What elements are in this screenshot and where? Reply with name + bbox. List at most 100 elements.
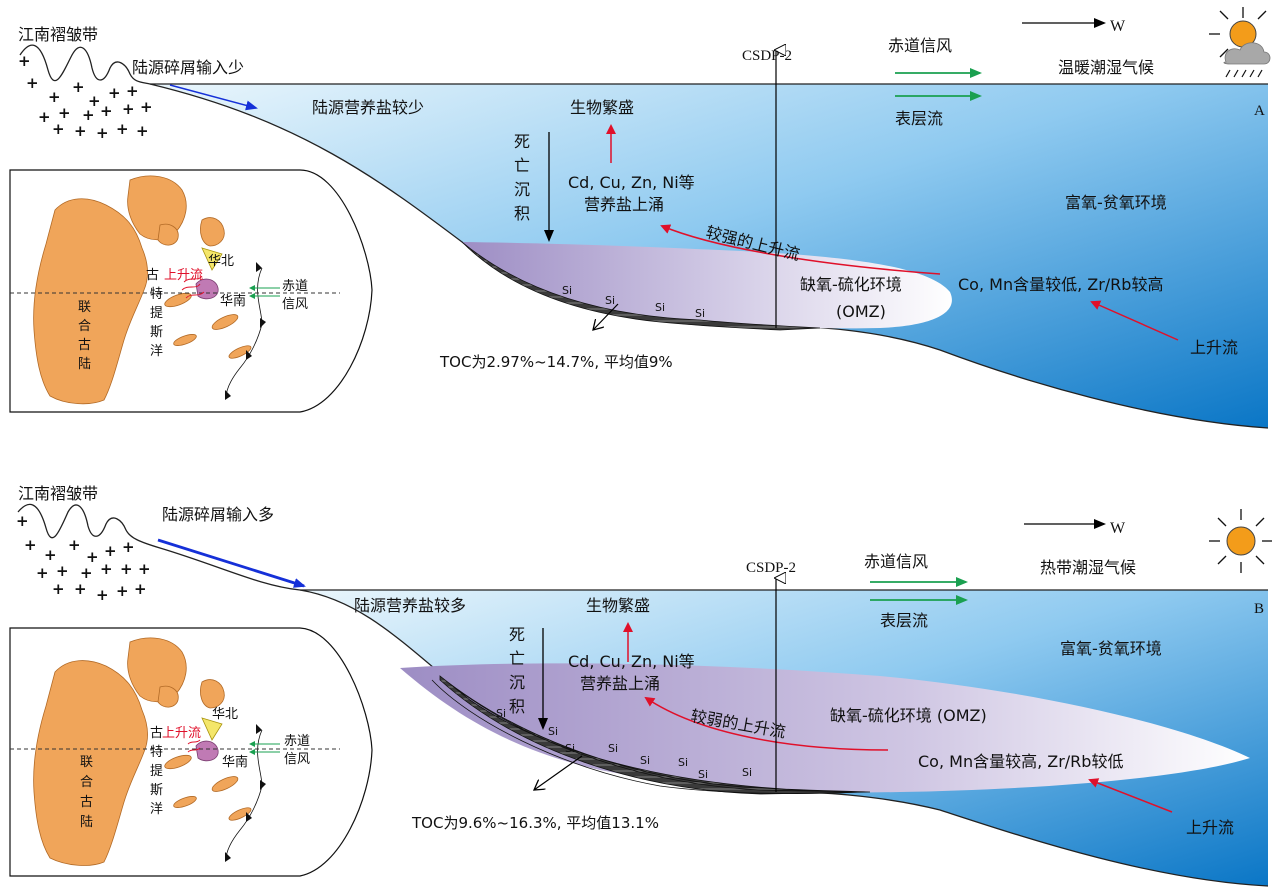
map-trade-wind-b: 赤道 [284, 734, 310, 749]
map-north-china-b: 华北 [212, 707, 238, 722]
metals-label-b: Cd, Cu, Zn, Ni等 [568, 652, 695, 671]
toc-pointer-b [534, 755, 583, 790]
sun-cloud-icon-a [1209, 7, 1271, 78]
terrigenous-arrow-a [169, 84, 258, 111]
panel-label-a: A [1254, 103, 1265, 119]
co-mn-label-a: Co, Mn含量较低, Zr/Rb较高 [958, 275, 1163, 294]
redox-env-label-a: 富氧-贫氧环境 [1065, 193, 1167, 212]
panel-b: Si Si Si Si Si Si Si Si TOC为9.6%~16.3%, … [9, 484, 1272, 887]
si-labels-a: Si Si Si Si [562, 284, 705, 320]
upwelling-label-a: 上升流 [1190, 338, 1238, 357]
panel-a: Si Si Si Si TOC为2.97%~14.7%, 平均值9% + + +… [9, 7, 1271, 429]
svg-text:+: + [116, 582, 129, 600]
nutrients-label-a: 陆源营养盐较少 [312, 98, 424, 117]
map-upwelling-a: 上升流 [164, 268, 203, 283]
svg-text:+: + [140, 98, 153, 116]
svg-text:死: 死 [514, 132, 530, 151]
svg-text:+: + [122, 100, 135, 118]
upwelling-arrow-deep-b [1088, 778, 1173, 813]
svg-text:Si: Si [698, 768, 708, 781]
direction-label-a: W [1110, 18, 1126, 35]
svg-text:Si: Si [496, 707, 506, 720]
svg-text:Si: Si [640, 754, 650, 767]
svg-text:+: + [82, 106, 95, 124]
csdp-label-b: CSDP-2 [746, 560, 796, 576]
svg-text:Si: Si [742, 766, 752, 779]
svg-text:+: + [36, 564, 49, 582]
svg-text:Si: Si [548, 725, 558, 738]
svg-text:Si: Si [608, 742, 618, 755]
map-south-china-a: 华南 [220, 293, 246, 309]
svg-text:信风: 信风 [282, 297, 308, 312]
redox-env-label-b: 富氧-贫氧环境 [1060, 639, 1162, 658]
svg-text:+: + [96, 124, 109, 142]
death-deposition-a: 死 亡 沉 积 [514, 132, 530, 223]
svg-text:+: + [26, 74, 39, 92]
svg-text:沉: 沉 [509, 673, 525, 692]
upwelling-nutrients-b: 营养盐上涌 [580, 674, 660, 693]
panel-label-b: B [1254, 601, 1264, 617]
map-north-china-a: 华北 [208, 254, 234, 269]
south-china-block-b [195, 740, 219, 762]
north-china-block-b [201, 717, 223, 741]
map-south-china-b: 华南 [222, 754, 248, 770]
north-china-block-a [201, 247, 223, 271]
sun-icon-b [1209, 509, 1272, 573]
svg-text:Si: Si [678, 756, 688, 769]
omz-label-b: 缺氧-硫化环境 (OMZ) [830, 706, 987, 725]
svg-text:+: + [80, 564, 93, 582]
pangea-continent-a [33, 198, 148, 405]
omz-zone-b [400, 663, 1250, 793]
svg-text:Si: Si [695, 307, 705, 320]
co-mn-label-b: Co, Mn含量较高, Zr/Rb较低 [918, 752, 1123, 771]
svg-text:沉: 沉 [514, 180, 530, 199]
terrigenous-input-label-a: 陆源碎屑输入少 [132, 58, 244, 77]
svg-text:+: + [68, 536, 81, 554]
svg-text:+: + [58, 104, 71, 122]
fold-belt-label-a: 江南褶皱带 [18, 25, 98, 44]
paleomap-inset-a: 联 合 古 陆 古 特 提 斯 洋 上升流 华北 华南 赤道 信风 [9, 169, 373, 413]
climate-label-b: 热带潮湿气候 [1040, 558, 1136, 577]
svg-text:陆: 陆 [80, 814, 93, 830]
svg-text:积: 积 [509, 697, 525, 716]
map-upwelling-b: 上升流 [162, 726, 201, 741]
pangea-continent-b [33, 660, 148, 866]
nutrients-label-b: 陆源营养盐较多 [354, 596, 466, 615]
omz-label-a: 缺氧-硫化环境 [800, 275, 902, 294]
svg-text:提: 提 [150, 763, 163, 779]
svg-text:Si: Si [605, 294, 615, 307]
metals-label-a: Cd, Cu, Zn, Ni等 [568, 173, 695, 192]
svg-text:陆: 陆 [78, 356, 91, 372]
svg-text:斯: 斯 [150, 783, 163, 798]
svg-text:+: + [138, 560, 151, 578]
trade-wind-label-b: 赤道信风 [864, 552, 928, 571]
surface-current-label-a: 表层流 [895, 109, 943, 128]
svg-text:+: + [88, 92, 101, 110]
bio-label-a: 生物繁盛 [570, 98, 634, 117]
svg-text:+: + [100, 102, 113, 120]
terrigenous-arrow-b [157, 538, 306, 588]
upwelling-arrow-weak-b [644, 696, 889, 751]
svg-text:死: 死 [509, 625, 525, 644]
terrigenous-input-label-b: 陆源碎屑输入多 [162, 505, 274, 524]
upwelling-label-b: 上升流 [1186, 818, 1234, 837]
svg-text:洋: 洋 [150, 344, 163, 359]
svg-text:+: + [44, 546, 57, 564]
fold-belt-label-b: 江南褶皱带 [18, 484, 98, 503]
trade-wind-label-a: 赤道信风 [888, 36, 952, 55]
svg-text:提: 提 [150, 305, 163, 321]
svg-text:亡: 亡 [514, 156, 530, 175]
svg-text:+: + [136, 122, 149, 140]
si-labels-b: Si Si Si Si Si Si Si Si [496, 707, 752, 781]
svg-text:古: 古 [78, 338, 91, 353]
svg-text:Si: Si [655, 301, 665, 314]
svg-text:斯: 斯 [150, 325, 163, 340]
csdp-label-a: CSDP-2 [742, 48, 792, 64]
shale-layer-a [461, 241, 821, 331]
granite-crosses-b: + + + + + + + + + + + + + + + + + + [16, 512, 151, 604]
svg-text:+: + [104, 542, 117, 560]
map-pangea-a: 联 [78, 300, 91, 315]
map-pangea-b: 联 [80, 755, 93, 770]
map-tethys-b: 古 [150, 726, 163, 741]
